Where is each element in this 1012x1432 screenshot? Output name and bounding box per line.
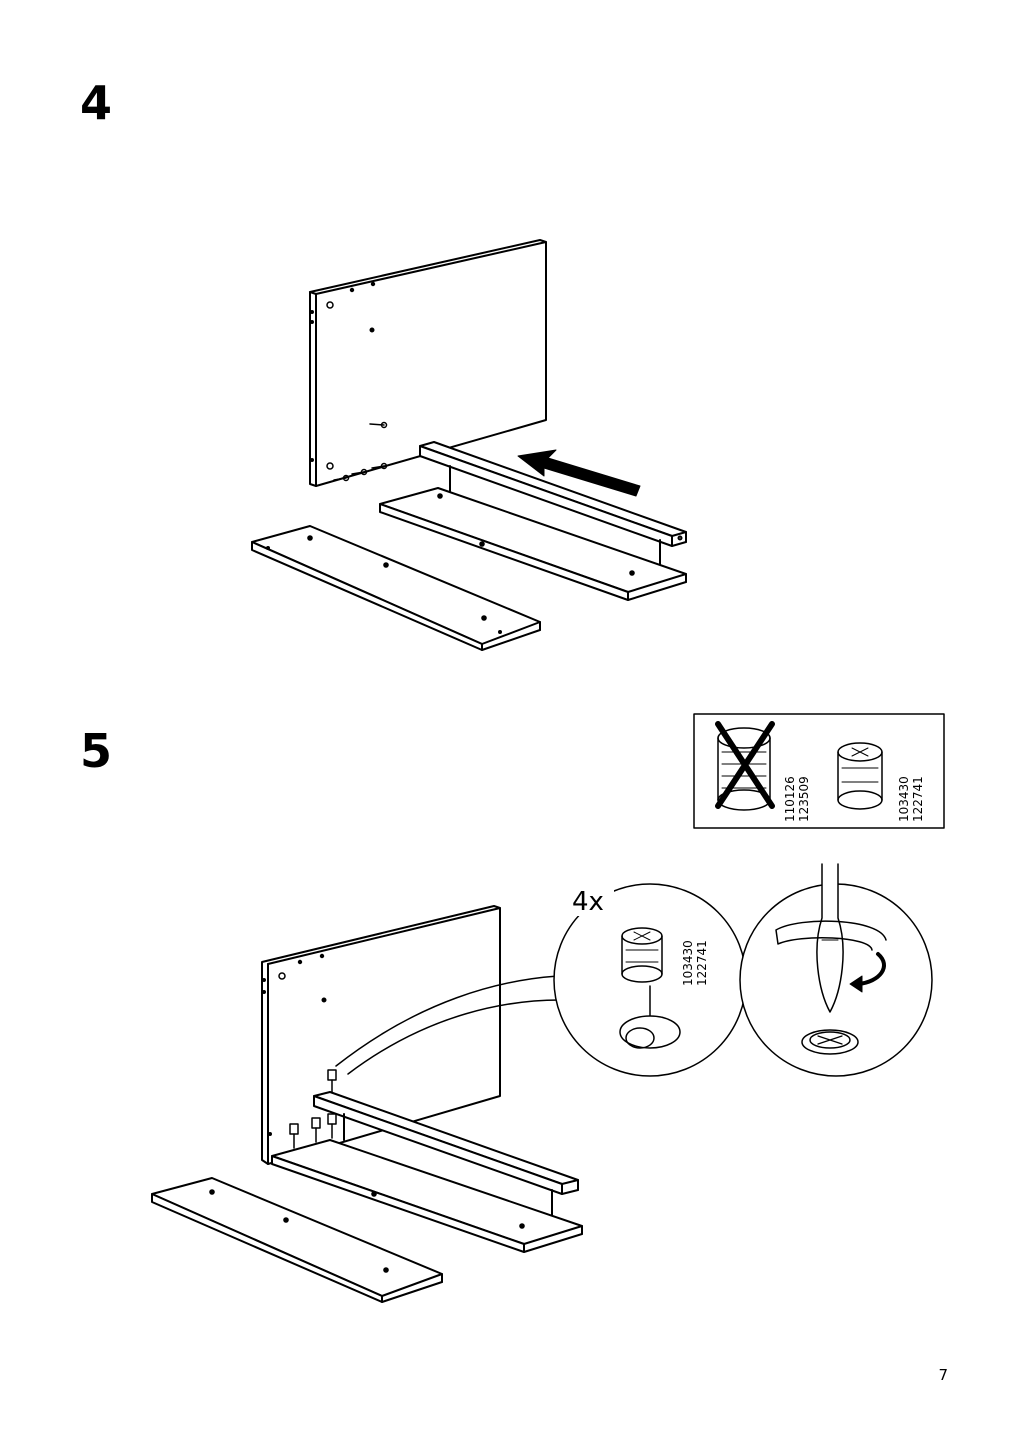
correct-cam-lock-icon bbox=[837, 742, 883, 810]
right-part-code-2: 122741 bbox=[911, 776, 925, 822]
callout-leader bbox=[335, 975, 561, 1075]
loose-board bbox=[151, 1177, 443, 1303]
wrong-cam-lock-icon bbox=[715, 721, 775, 811]
bottom-board bbox=[379, 487, 687, 601]
page-number: 7 bbox=[938, 1366, 948, 1384]
cam-lock-top-icon bbox=[801, 1029, 859, 1055]
loose-board bbox=[251, 525, 541, 651]
cam-lock-legend: 110126 123509 103430 122741 bbox=[693, 713, 945, 829]
cam-locks bbox=[289, 1069, 337, 1149]
bottom-board bbox=[271, 1139, 583, 1253]
detail-code-2: 122741 bbox=[695, 940, 709, 986]
cam-lock-icon bbox=[619, 927, 681, 1049]
step-number-5: 5 bbox=[80, 724, 113, 778]
side-panel bbox=[309, 239, 547, 487]
step-number-4: 4 bbox=[80, 76, 113, 130]
rotate-clockwise-arrow-icon bbox=[856, 952, 886, 986]
plinth-rail bbox=[313, 1091, 579, 1219]
step-5-illustration bbox=[151, 905, 583, 1303]
detail-circle-insert: 4x 103430 122741 bbox=[553, 882, 747, 1077]
rotation-guide bbox=[775, 920, 887, 951]
wrong-part-code-1: 110126 bbox=[783, 776, 797, 822]
detail-circle-screwdriver bbox=[739, 863, 933, 1077]
detail-code-1: 103430 bbox=[681, 940, 695, 986]
step-4-illustration bbox=[251, 239, 687, 651]
quantity-label: 4x bbox=[572, 887, 604, 917]
dowels bbox=[333, 421, 388, 482]
right-part-code-1: 103430 bbox=[897, 776, 911, 822]
plinth-rail bbox=[419, 441, 687, 571]
direction-arrow bbox=[517, 449, 641, 497]
wrong-part-code-2: 123509 bbox=[797, 776, 811, 822]
